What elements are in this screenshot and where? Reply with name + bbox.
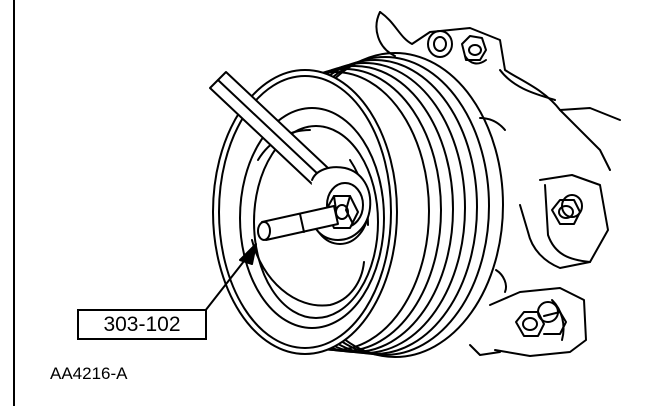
tool-callout-label: 303-102 [77,309,207,340]
left-border-rule [13,0,15,406]
callout-leader [204,243,257,312]
tool-number-text: 303-102 [103,312,181,336]
holding-tool-shaft [257,205,339,241]
engine-block-background [375,11,621,357]
figure-identifier: AA4216-A [50,364,128,383]
